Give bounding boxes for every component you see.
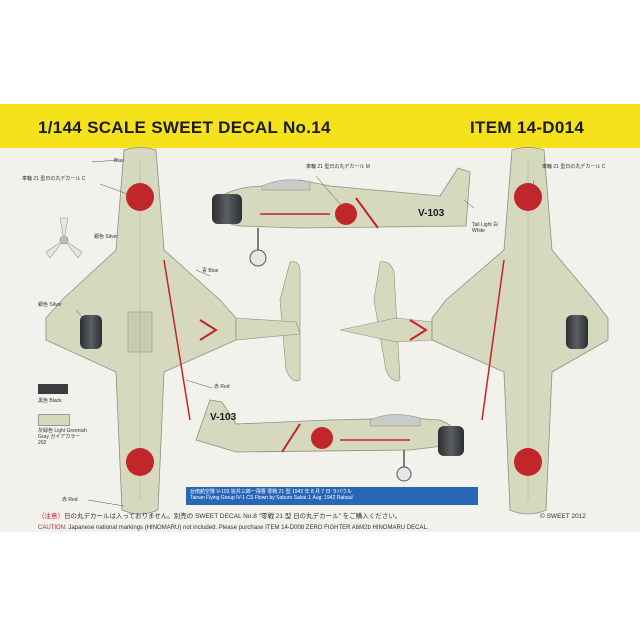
propeller-icon [45, 217, 83, 259]
caution-en: CAUTION: Japanese national markings (HIN… [38, 524, 428, 532]
info-line-jp: 台南航空隊 V-103 坂井三郎一飛曹 零戦 21 型 1942 年 8 月 7… [190, 489, 352, 495]
hinomaru-right-upper-wing [514, 183, 542, 211]
aircraft-info-box: 台南航空隊 V-103 坂井三郎一飛曹 零戦 21 型 1942 年 8 月 7… [186, 487, 478, 505]
caution-jp: （注意）日の丸デカールは入っておりません。別売の SWEET DECAL No.… [38, 513, 401, 521]
label-hinomaru-c-left: 車輪 21 型日の丸デカール C [22, 176, 86, 182]
caution-en-tag: CAUTION: [38, 525, 67, 531]
plan-view-lower [431, 147, 609, 515]
label-tail-light: Tail Light 白 White [472, 222, 499, 234]
horizontal-stabilizers [235, 261, 433, 382]
plan-view-upper [45, 147, 237, 515]
caution-jp-text: 日の丸デカールは入っておりません。別売の SWEET DECAL No.8 "零… [64, 513, 402, 520]
tail-code-upper: V-103 [418, 208, 445, 219]
hinomaru-right-lower-wing [514, 448, 542, 476]
hinomaru-upper-left-wing [126, 183, 154, 211]
label-red-bottom: 赤 Red [62, 497, 78, 503]
side-view-upper [212, 167, 471, 267]
label-blue-mid: 青 Blue [202, 268, 219, 274]
label-blue-top: Blue [114, 158, 125, 164]
label-hinomaru-c-right: 車輪 21 型日の丸デカール C [542, 164, 606, 170]
caution-en-text: Japanese national markings (HINOMARU) no… [68, 525, 429, 531]
legend-label-greenish-gray: 灰緑色 Light Greenish Gray ガイアカラー 202 [38, 428, 87, 446]
side-view-lower [195, 399, 464, 482]
label-cowl-silver: 銀色 Silver [38, 302, 62, 308]
title-item-number: ITEM 14-D014 [470, 118, 585, 137]
legend-swatch-greenish-gray [38, 414, 70, 426]
hinomaru-lower-left-wing [126, 448, 154, 476]
title-scale: 1/144 SCALE SWEET DECAL No.14 [38, 118, 331, 137]
legend-swatch-black [38, 384, 68, 394]
label-hinomaru-m: 車輪 21 型日の丸デカール M [306, 164, 370, 170]
label-prop-silver: 銀色 Silver [94, 234, 118, 240]
hinomaru-fuselage-lower [311, 427, 333, 449]
legend-label-black: 黒色 Black [38, 398, 62, 404]
tail-code-lower: V-103 [210, 412, 237, 423]
copyright: © SWEET 2012 [540, 513, 586, 520]
caution-jp-tag: （注意） [38, 513, 64, 520]
leader-lines [75, 159, 535, 507]
info-line-en: Tainan Flying Group IV-1 CS Flown by Sab… [190, 495, 353, 501]
title-banner [0, 104, 640, 148]
label-red-mid: 赤 Red [214, 384, 230, 390]
hinomaru-fuselage-upper [335, 203, 357, 225]
